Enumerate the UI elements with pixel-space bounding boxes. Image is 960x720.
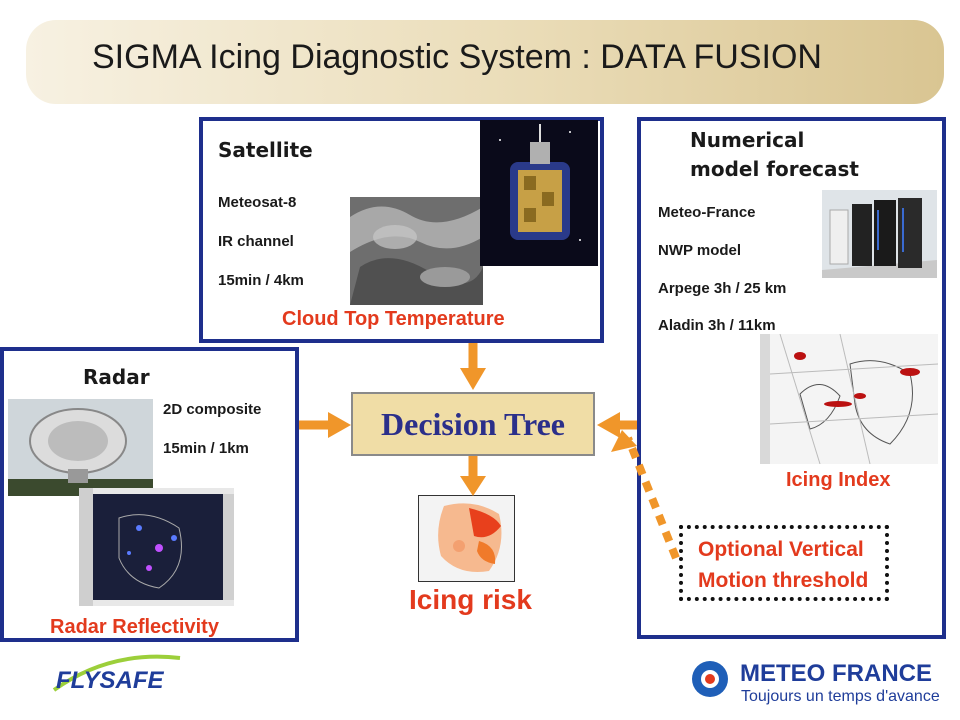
satellite-line-1: Meteosat-8	[218, 194, 297, 211]
icing-risk-label: Icing risk	[409, 584, 532, 615]
svg-text:FLYSAFE: FLYSAFE	[56, 667, 165, 694]
title-banner	[26, 20, 944, 104]
arrow-head-risk	[460, 476, 486, 496]
satellite-line-2: IR channel	[218, 233, 294, 250]
radar-heading: Radar	[83, 365, 150, 389]
model-line-1: Meteo-France	[658, 204, 756, 221]
model-line-3: Arpege 3h / 25 km	[658, 280, 787, 297]
satellite-line-3: 15min / 4km	[218, 272, 304, 289]
icing-risk-map	[418, 495, 515, 582]
model-line-2: NWP model	[658, 242, 742, 259]
meteo-france-name: METEO FRANCE	[740, 660, 932, 687]
arrow-head-model	[597, 412, 620, 438]
model-heading-line-1: Numerical	[690, 128, 805, 152]
icing-index-label: Icing Index	[786, 469, 891, 491]
arrow-head-optional	[611, 430, 637, 452]
radar-dish-photo	[8, 399, 153, 496]
meteo-france-logo-icon	[689, 658, 731, 700]
arrow-head-satellite	[460, 368, 486, 390]
satellite-photo	[480, 120, 598, 266]
satellite-heading: Satellite	[218, 138, 313, 162]
radar-reflectivity-label: Radar Reflectivity	[50, 616, 219, 638]
model-line-4: Aladin 3h / 11km	[658, 317, 776, 334]
optional-line-2: Motion threshold	[698, 569, 869, 592]
arrow-head-radar	[328, 412, 351, 438]
radar-reflectivity-map	[79, 488, 234, 606]
optional-threshold-box	[679, 525, 889, 601]
cloud-top-temperature-label: Cloud Top Temperature	[282, 308, 505, 330]
radar-line-1: 2D composite	[163, 401, 262, 418]
flysafe-logo: FLYSAFE	[50, 650, 190, 698]
ir-satellite-image	[350, 197, 483, 305]
meteo-france-tagline: Toujours un temps d'avance	[741, 688, 940, 705]
optional-line-1: Optional Vertical	[698, 538, 864, 561]
supercomputer-photo	[822, 190, 937, 278]
decision-tree-box: Decision Tree	[351, 392, 595, 456]
page-title: SIGMA Icing Diagnostic System : DATA FUS…	[92, 38, 822, 76]
model-heading-line-2: model forecast	[690, 157, 859, 181]
icing-index-map	[760, 334, 938, 464]
radar-line-2: 15min / 1km	[163, 440, 249, 457]
decision-tree-label: Decision Tree	[381, 405, 565, 442]
